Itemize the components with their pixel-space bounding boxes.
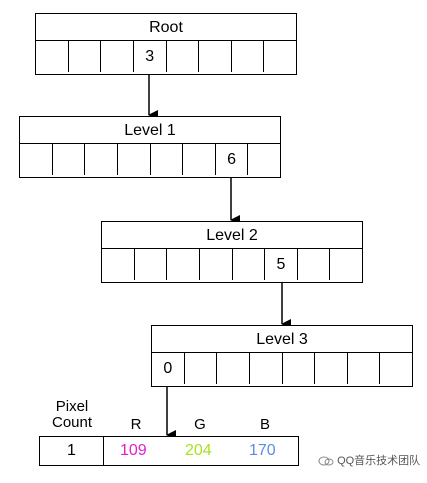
level2-cell-7 <box>330 249 362 280</box>
level1-cell-2 <box>85 144 118 175</box>
level3-cells: 0 <box>152 353 412 384</box>
b-label: B <box>259 416 270 433</box>
rgb-values: 109 204 170 <box>104 437 298 465</box>
level2-cell-4 <box>233 249 266 280</box>
level1-cell-4 <box>151 144 184 175</box>
level3-cell-1 <box>185 353 218 384</box>
r-value: 109 <box>120 442 147 459</box>
level1-cell-5 <box>183 144 216 175</box>
level1-cells: 6 <box>20 144 280 175</box>
root-cell-0 <box>36 41 69 72</box>
level3-cell-6 <box>348 353 381 384</box>
level3-cell-2 <box>217 353 250 384</box>
level3-cell-0: 0 <box>152 353 185 384</box>
level1-cell-1 <box>53 144 86 175</box>
root-cell-5 <box>199 41 232 72</box>
level2-cell-6 <box>298 249 331 280</box>
root-cell-7 <box>264 41 296 72</box>
level3-cell-7 <box>380 353 412 384</box>
watermark: QQ音乐技术团队 <box>318 452 420 468</box>
level1-cell-0 <box>20 144 53 175</box>
root-title: Root <box>36 14 296 41</box>
g-value: 204 <box>185 442 212 459</box>
level1-cell-7 <box>248 144 280 175</box>
root-cells: 3 <box>36 41 296 72</box>
level1-node: Level 1 6 <box>19 116 281 178</box>
g-label: G <box>194 416 206 433</box>
level1-cell-3 <box>118 144 151 175</box>
b-value: 170 <box>249 442 276 459</box>
level1-cell-6: 6 <box>216 144 249 175</box>
level3-node: Level 3 0 <box>151 325 413 387</box>
leaf-node: 1 109 204 170 <box>39 436 299 466</box>
level3-cell-3 <box>250 353 283 384</box>
level2-cell-0 <box>102 249 135 280</box>
wechat-icon <box>318 456 334 466</box>
pixel-count-value: 1 <box>40 437 104 465</box>
root-cell-1 <box>69 41 102 72</box>
level2-title: Level 2 <box>102 222 362 249</box>
level2-node: Level 2 5 <box>101 221 363 283</box>
level3-cell-4 <box>283 353 316 384</box>
root-cell-2 <box>101 41 134 72</box>
level2-cell-2 <box>167 249 200 280</box>
level1-title: Level 1 <box>20 117 280 144</box>
root-cell-6 <box>232 41 265 72</box>
level2-cell-5: 5 <box>265 249 298 280</box>
r-label: R <box>130 416 142 433</box>
level3-cell-5 <box>315 353 348 384</box>
level2-cell-1 <box>135 249 168 280</box>
level3-title: Level 3 <box>152 326 412 353</box>
level2-cell-3 <box>200 249 233 280</box>
root-cell-3: 3 <box>134 41 167 72</box>
watermark-text: QQ音乐技术团队 <box>337 455 421 467</box>
root-node: Root 3 <box>35 13 297 75</box>
level2-cells: 5 <box>102 249 362 280</box>
root-cell-4 <box>167 41 200 72</box>
pixel-count-label: Pixel Count <box>51 398 93 431</box>
